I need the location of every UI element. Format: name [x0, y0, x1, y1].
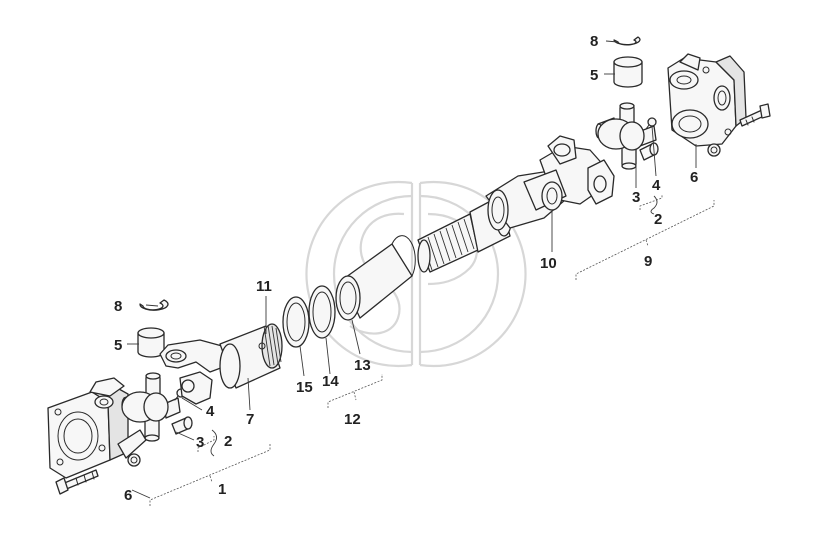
callout-right-circlip: 8 — [590, 33, 598, 50]
left-bearing-cup-icon — [137, 327, 165, 358]
callout-seal-kit: 12 — [344, 411, 361, 428]
callout-right-grease-nipple: 4 — [652, 177, 661, 194]
slip-yoke — [485, 135, 615, 231]
sleeve-tube — [335, 235, 416, 321]
callout-right-assembly: 9 — [644, 253, 652, 270]
left-bearing-cap-icon — [171, 416, 193, 435]
callout-retaining-ring: 15 — [296, 379, 313, 396]
right-bearing-cup-icon — [613, 56, 643, 88]
right-flange-yoke — [667, 53, 747, 157]
right-grease-nipple-icon — [645, 117, 657, 130]
left-universal-joint-cross — [121, 372, 181, 442]
sleeve-yoke — [159, 323, 283, 405]
callout-slip-yoke: 10 — [540, 255, 557, 272]
callout-sleeve-yoke: 7 — [246, 411, 254, 428]
callout-right-flange-yoke: 6 — [690, 169, 698, 186]
retaining-ring — [282, 296, 310, 348]
left-bolt-icon — [55, 469, 99, 495]
callout-left-flange-yoke: 6 — [124, 487, 132, 504]
callout-sleeve-tube: 13 — [354, 357, 371, 374]
callout-boot: 11 — [256, 278, 272, 295]
callout-left-cross-kit: 2 — [224, 433, 232, 450]
gs-logo-watermark-icon — [305, 180, 527, 368]
callout-labels: 8 5 4 3 2 6 1 7 11 15 14 13 12 10 9 8 5 … — [114, 33, 698, 504]
callout-left-assembly: 1 — [218, 481, 226, 498]
right-universal-joint-cross — [595, 102, 657, 170]
right-bolt-icon — [739, 103, 771, 127]
right-circlip-icon — [613, 36, 641, 46]
leader-lines — [127, 40, 697, 499]
callout-left-bearing-cap: 3 — [196, 434, 204, 451]
left-circlip-icon — [139, 299, 169, 311]
callout-right-cross-kit: 2 — [654, 211, 662, 228]
callout-right-bearing-cup: 5 — [590, 67, 598, 84]
seal-ring — [308, 285, 336, 339]
assembly-brackets — [149, 194, 715, 506]
callout-right-bearing-cap: 3 — [632, 189, 640, 206]
callout-left-circlip: 8 — [114, 298, 122, 315]
callout-left-grease-nipple: 4 — [206, 403, 215, 420]
left-flange-yoke — [47, 377, 147, 479]
callout-left-bearing-cup: 5 — [114, 337, 122, 354]
callout-seal-ring: 14 — [322, 373, 339, 390]
